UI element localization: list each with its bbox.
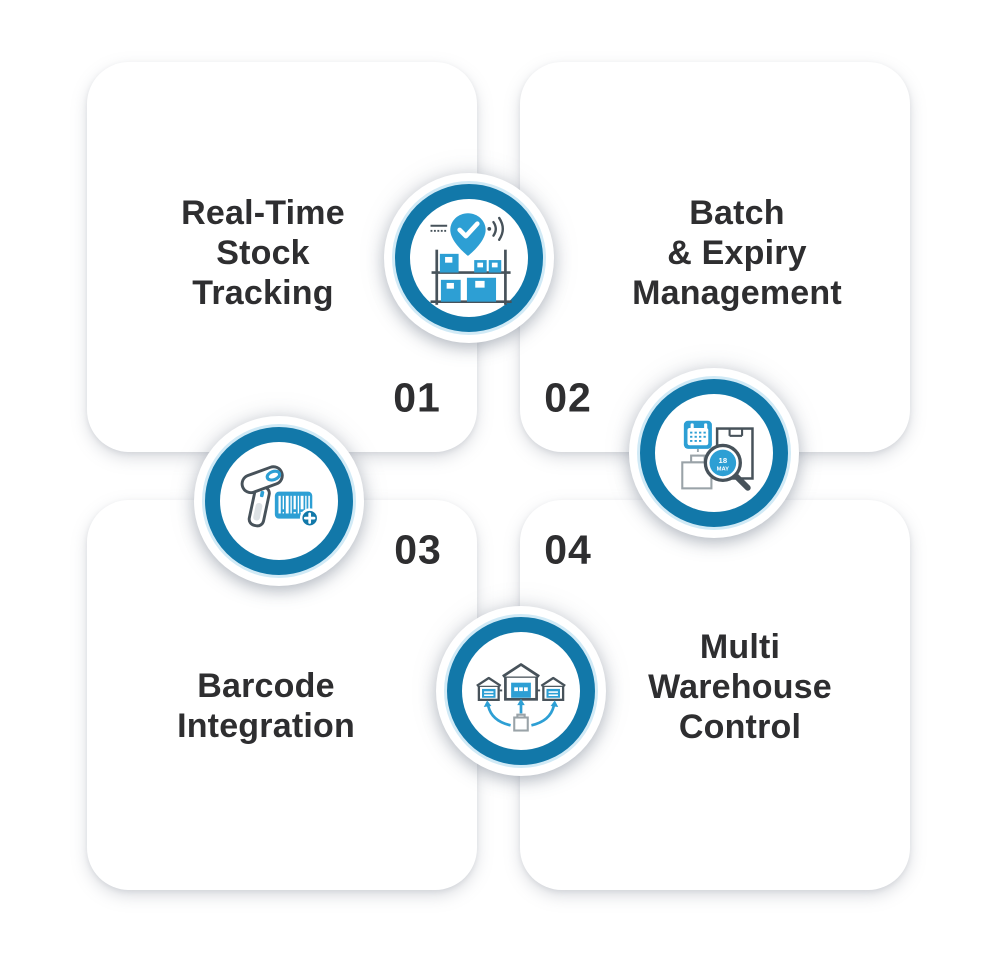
badge-ring [205, 427, 353, 575]
expiry-date-month: MAY [717, 467, 730, 473]
badge-ring [447, 617, 595, 765]
badge-ring: 18 MAY [640, 379, 788, 527]
card-barcode-integration: Barcode Integration 03 [87, 500, 477, 890]
card-number: 01 [393, 374, 441, 421]
card-number: 04 [544, 526, 592, 573]
card-title: Barcode Integration [177, 667, 355, 745]
badge-barcode-integration [195, 417, 363, 585]
warehouse-shelf-location-pin-icon [430, 213, 512, 305]
badge-batch-expiry-management: 18 MAY [630, 369, 798, 537]
badge-multi-warehouse-control [437, 607, 605, 775]
card-number: 02 [544, 374, 592, 421]
badge-ring [395, 184, 543, 332]
expiry-date-day: 18 [719, 456, 728, 465]
card-number: 03 [394, 526, 442, 573]
card-title: Multi Warehouse Control [648, 628, 832, 746]
barcode-scanner-add-icon [240, 465, 320, 528]
multi-warehouse-transfer-icon [476, 663, 566, 732]
card-title: Real-Time Stock Tracking [181, 194, 345, 312]
badge-real-time-stock-tracking [385, 174, 553, 342]
calendar-expiry-magnifier-icon: 18 MAY [681, 420, 754, 491]
card-title: Batch & Expiry Management [632, 194, 842, 312]
